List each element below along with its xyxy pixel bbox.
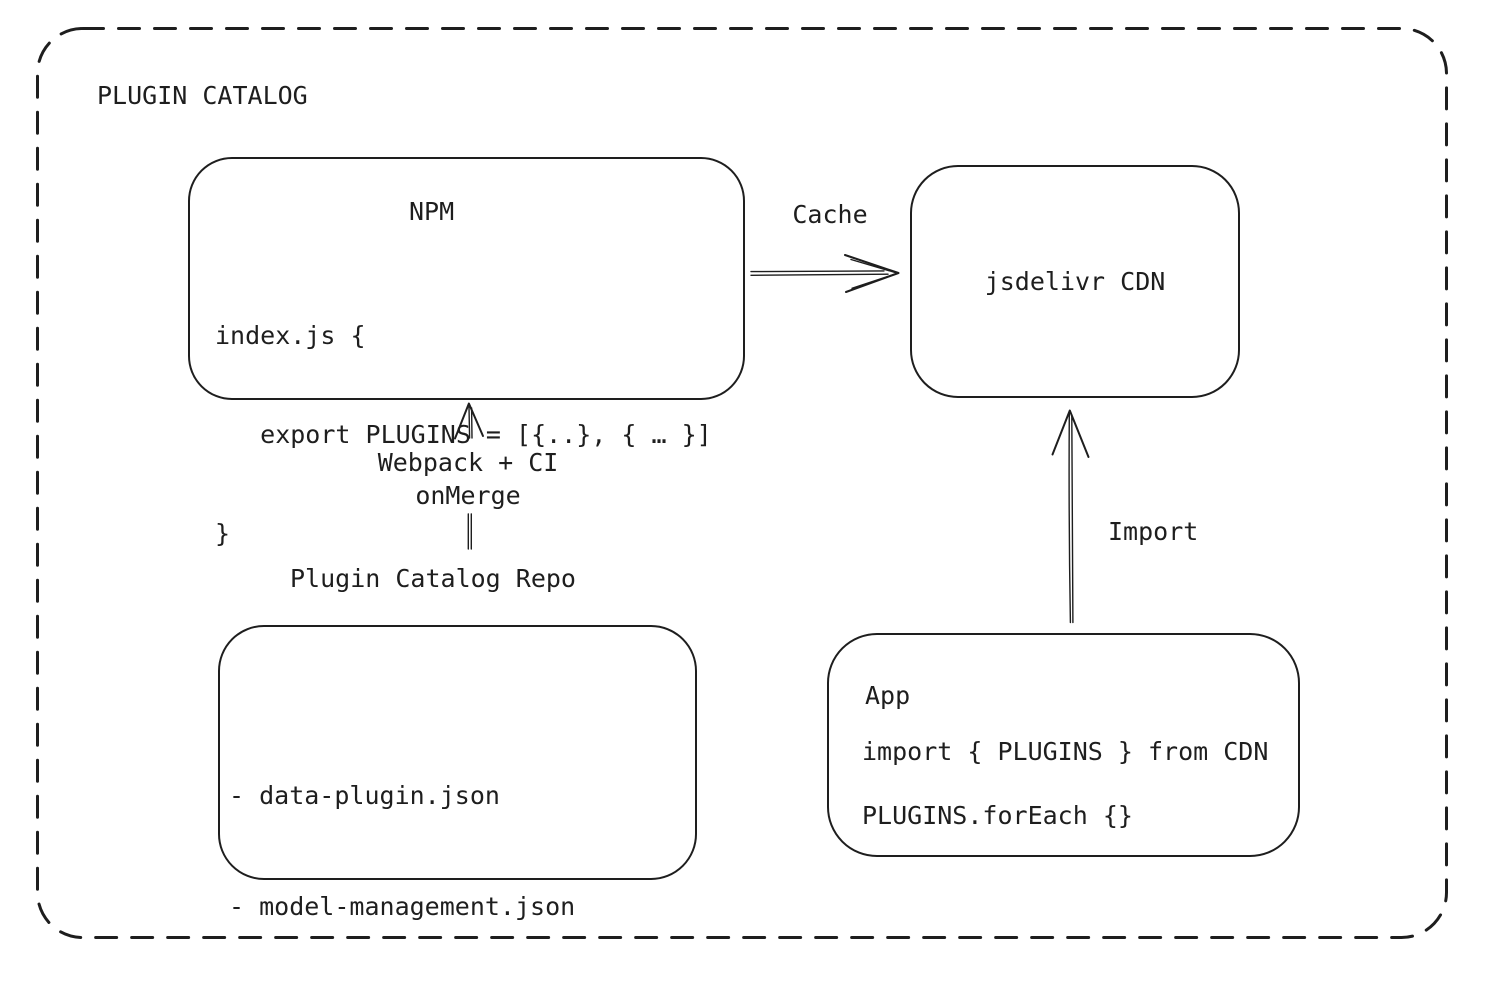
import-arrow-head [1051, 409, 1090, 458]
npm-code: index.js { export PLUGINS = [{..}, { … }… [215, 253, 712, 616]
diagram-title: PLUGIN CATALOG [97, 81, 308, 110]
node-repo: - data-plugin.json - model-management.js… [218, 625, 697, 921]
cdn-label: jsdelivr CDN [984, 267, 1166, 296]
node-cdn: jsdelivr CDN [910, 165, 1240, 398]
node-npm: NPM index.js { export PLUGINS = [{..}, {… [188, 157, 745, 548]
npm-code-line: export PLUGINS = [{..}, { … }] [215, 420, 712, 449]
cache-edge-label: Cache [792, 200, 868, 229]
build-edge-label: Webpack + CI onMerge [347, 446, 589, 512]
cache-arrow [750, 254, 900, 293]
import-arrow-shaft [1068, 412, 1074, 624]
cache-arrow-head [844, 254, 900, 293]
cache-arrow-head-sketch [850, 258, 899, 289]
repo-heading: Plugin Catalog Repo [290, 564, 576, 593]
app-title: App [865, 681, 911, 710]
app-code-line: PLUGINS.forEach {} [862, 801, 1133, 830]
npm-title: NPM [409, 197, 455, 226]
npm-code-line: index.js { [215, 321, 366, 350]
repo-file-list: - data-plugin.json - model-management.js… [229, 703, 575, 1002]
node-app: App import { PLUGINS } from CDN PLUGINS.… [827, 633, 1300, 857]
repo-file-item: - model-management.json [229, 892, 576, 921]
npm-code-line: } [215, 519, 231, 548]
repo-file-item: - data-plugin.json [229, 781, 500, 810]
import-edge-label: Import [1108, 517, 1199, 546]
app-code-line: import { PLUGINS } from CDN [862, 737, 1269, 766]
import-arrow [1051, 409, 1090, 624]
build-edge-label-line: Webpack + CI [377, 448, 559, 477]
build-edge-label-line: onMerge [415, 481, 521, 510]
cache-arrow-shaft [750, 270, 889, 276]
